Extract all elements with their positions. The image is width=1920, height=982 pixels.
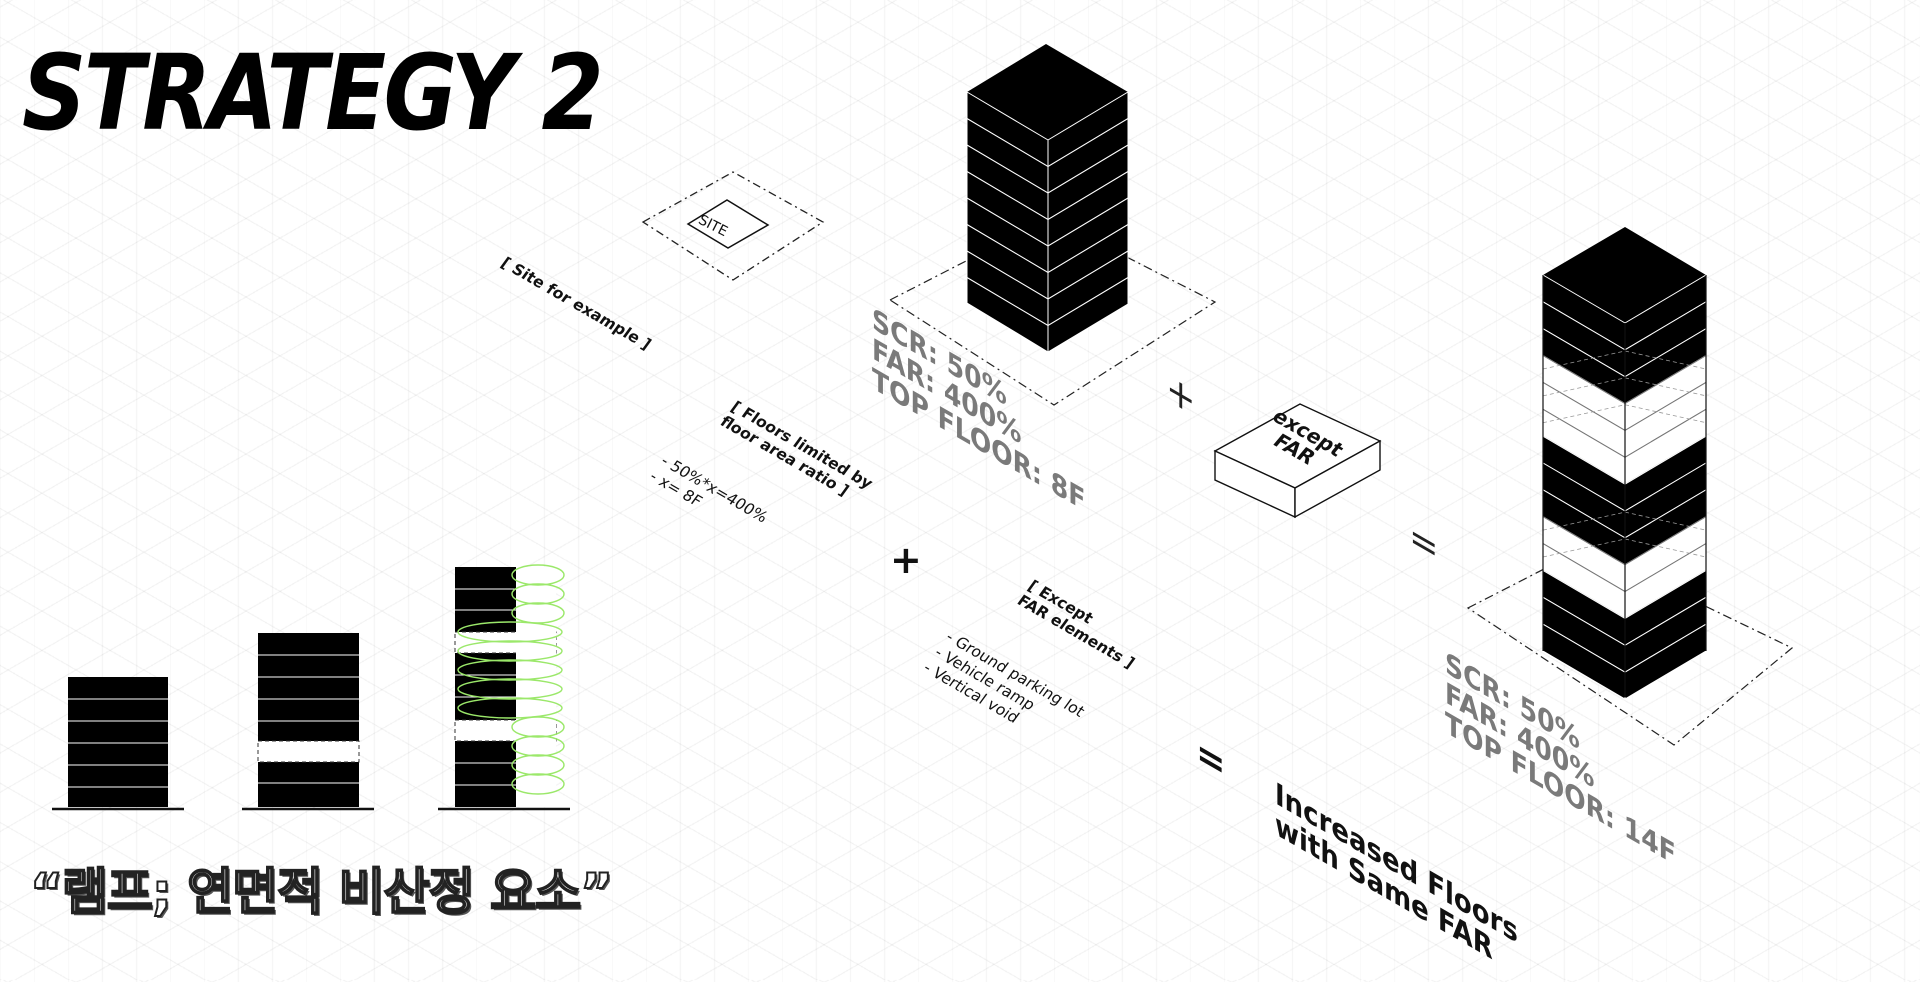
except-far-box <box>1213 403 1382 519</box>
highlight-scribble <box>511 583 565 605</box>
highlight-scribble <box>511 735 565 757</box>
tower1-floor-line <box>966 250 1129 300</box>
highlight-scribble <box>511 773 565 795</box>
highlight-scribble <box>511 564 565 586</box>
tower1-block <box>966 44 1129 353</box>
elevation-diagram-b <box>242 633 374 811</box>
highlight-scribble <box>457 678 563 700</box>
tower2-block <box>1542 227 1707 700</box>
tower1-floor-line <box>966 277 1129 327</box>
site-plan <box>641 171 825 281</box>
highlight-scribble <box>457 659 563 681</box>
highlight-scribble <box>511 716 565 738</box>
elevation-diagram-c <box>438 564 570 811</box>
elevation-diagram-a <box>52 677 184 811</box>
tower1-floor-line <box>966 118 1129 168</box>
tower1-floor-line <box>966 144 1129 194</box>
plus-operator: + <box>890 538 922 582</box>
highlight-scribble <box>457 621 563 643</box>
tower1-floor-line <box>966 197 1129 247</box>
tower1-floor-line <box>966 171 1129 221</box>
highlight-scribble <box>511 754 565 776</box>
tower2-footprint <box>1466 547 1794 746</box>
korean-caption: “램프; 연면적 비산정 요소” <box>29 862 614 922</box>
highlight-scribble <box>457 640 563 662</box>
tower1-floor-line <box>966 224 1129 274</box>
page-title: STRATEGY 2 <box>22 32 604 154</box>
highlight-scribble <box>457 697 563 719</box>
